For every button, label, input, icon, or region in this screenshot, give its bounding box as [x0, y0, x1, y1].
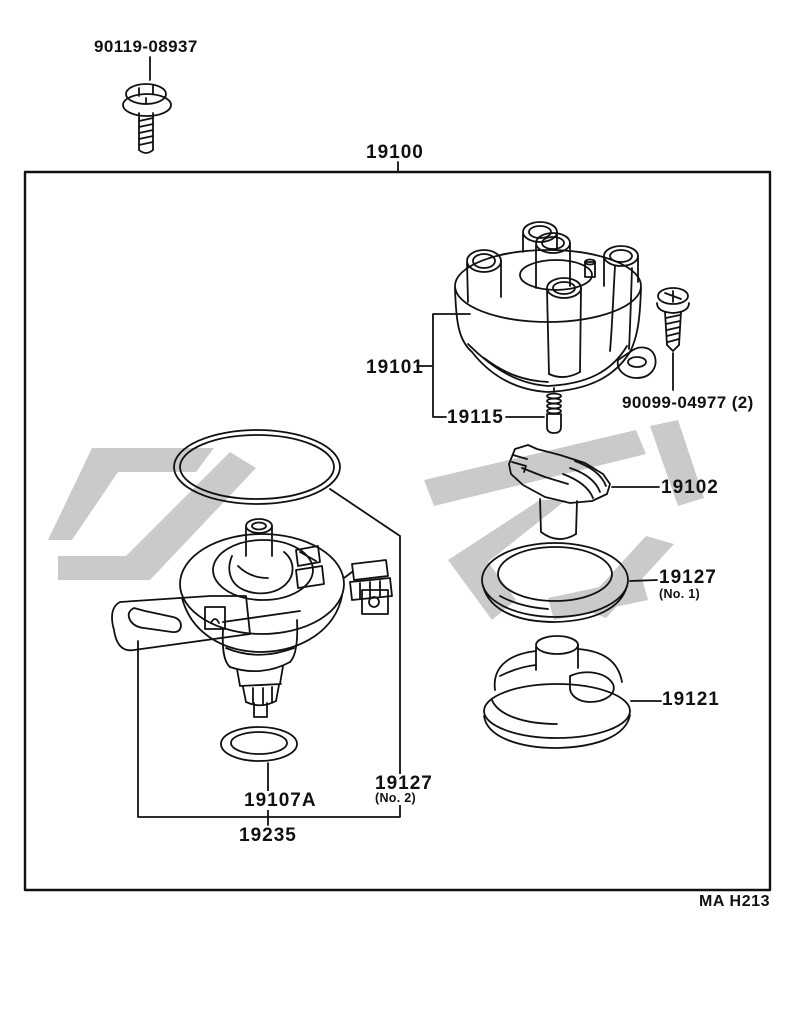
part-note-oring-no1: (No. 1) [659, 587, 700, 601]
part-label-carbon-contact: 19115 [447, 407, 504, 428]
leader-housing-bracket [137, 488, 401, 818]
part-label-shaft-oring: 19107A [242, 790, 319, 811]
part-label-housing: 19235 [239, 825, 297, 846]
leader-gasket-ring [629, 579, 658, 582]
part-note-oring-no2: (No. 2) [373, 791, 418, 805]
small-oring-drawing [220, 726, 298, 762]
large-oring-drawing [173, 429, 341, 505]
distributor-cap-drawing [454, 221, 657, 393]
part-label-oring-no1: 19127 [659, 567, 717, 588]
rotor-drawing [508, 444, 611, 540]
gasket-ring-drawing [481, 542, 629, 623]
part-label-dust-cover: 19121 [662, 689, 720, 710]
figure-code: MA H213 [699, 893, 771, 910]
part-label-cap: 19101 [366, 357, 424, 378]
dust-cover-drawing [483, 635, 631, 749]
watermark-logo [48, 420, 704, 620]
part-label-cap-screw: 90099-04977 (2) [622, 393, 754, 412]
leader-cap-bracket [416, 313, 545, 418]
part-label-assembly: 19100 [366, 142, 424, 163]
part-label-oring-no2: 19127 [373, 773, 435, 794]
distributor-housing-drawing [111, 518, 393, 718]
screw-drawing [656, 287, 690, 352]
carbon-contact-drawing [546, 387, 562, 434]
flange-bolt-drawing [122, 83, 172, 154]
part-label-flange-bolt: 90119-08937 [94, 37, 198, 56]
part-label-rotor: 19102 [661, 477, 719, 498]
